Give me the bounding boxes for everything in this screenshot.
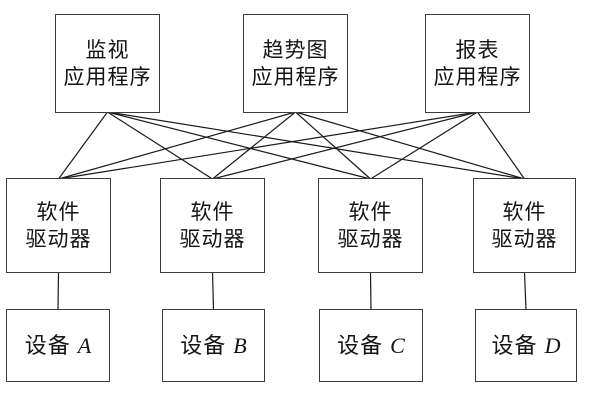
- box-software-driver-1: 软件 驱动器: [6, 178, 111, 273]
- device-label-text: 设备: [24, 333, 71, 358]
- box-software-driver-2: 软件 驱动器: [160, 178, 265, 273]
- box-label-line2: 驱动器: [179, 226, 246, 251]
- box-label-line2: 驱动器: [25, 226, 92, 251]
- box-label-line2: 应用程序: [63, 64, 152, 89]
- device-label-text: 设备: [491, 333, 538, 358]
- box-report-application: 报表 应用程序: [425, 14, 530, 113]
- box-label-line2: 应用程序: [433, 64, 522, 89]
- box-label-line2: 应用程序: [251, 64, 340, 89]
- box-label-line1: 软件: [190, 199, 235, 224]
- box-label-line2: 驱动器: [337, 226, 404, 251]
- device-label-text: 设备: [337, 333, 384, 358]
- device-letter: A: [77, 333, 92, 358]
- box-label-line1: 趋势图: [262, 37, 329, 62]
- box-label-line1: 报表: [455, 37, 500, 62]
- device-letter: C: [390, 333, 405, 358]
- box-label-line1: 软件: [36, 199, 81, 224]
- box-label-line1: 软件: [502, 199, 547, 224]
- box-label-line1: 监视: [85, 37, 130, 62]
- device-letter: B: [233, 333, 247, 358]
- box-software-driver-3: 软件 驱动器: [318, 178, 423, 273]
- device-label-text: 设备: [180, 333, 227, 358]
- box-label-line1: 软件: [348, 199, 393, 224]
- box-monitor-application: 监视 应用程序: [55, 14, 160, 113]
- device-letter: D: [544, 333, 561, 358]
- box-label-line2: 驱动器: [491, 226, 558, 251]
- box-trend-chart-application: 趋势图 应用程序: [243, 14, 348, 113]
- box-software-driver-4: 软件 驱动器: [473, 178, 576, 273]
